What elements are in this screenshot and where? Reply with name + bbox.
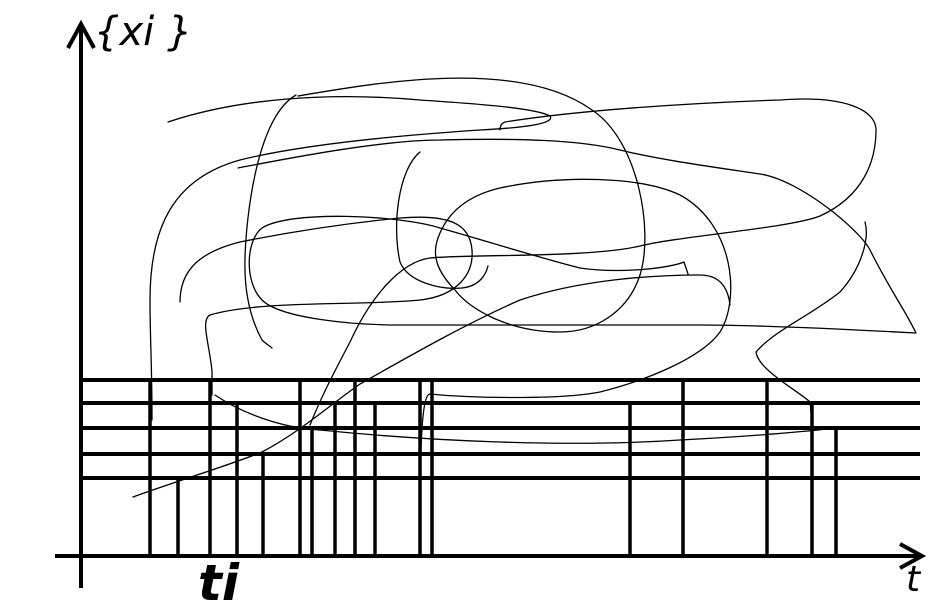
quantization-levels — [82, 378, 920, 480]
trajectory-curve-6 — [396, 151, 489, 289]
trajectory-curve-4 — [309, 98, 877, 426]
y-axis-arrowhead — [66, 19, 96, 49]
trajectory-curve-9 — [755, 221, 867, 421]
trajectory-curve-5 — [237, 138, 917, 334]
trajectory-curve-10 — [214, 394, 837, 444]
x-axis-arrowhead — [899, 542, 927, 570]
y-axis-label: {xi } — [94, 9, 193, 55]
axes — [55, 19, 927, 588]
trajectory-curve-1 — [149, 96, 552, 421]
trajectory-curve-2 — [244, 94, 297, 349]
random-trajectories — [132, 77, 917, 557]
trajectory-curve-8 — [132, 274, 731, 498]
trajectory-curve-7 — [179, 216, 473, 396]
sampling-instants — [148, 380, 838, 556]
x-axis-label: t — [906, 559, 921, 600]
trajectory-curve-3 — [297, 77, 732, 557]
sample-time-label: ti — [198, 554, 240, 612]
